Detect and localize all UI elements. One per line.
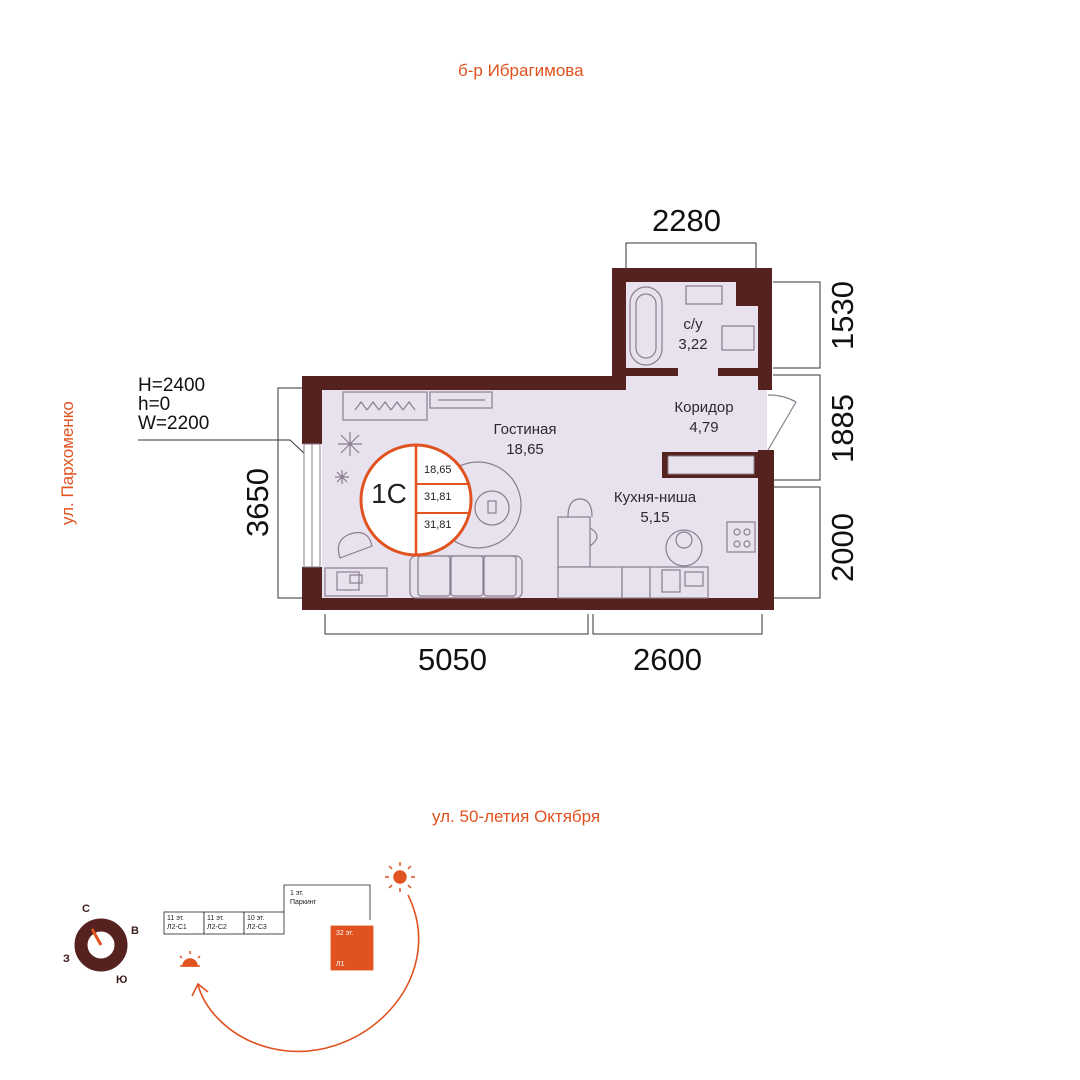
dimension-top: 2280	[652, 203, 721, 238]
compass-south: Ю	[116, 974, 128, 986]
site-highlight-floors: 32 эт.	[336, 930, 354, 937]
dimension-bottom-left: 5050	[418, 642, 487, 677]
window-params: H=2400 h=0 W=2200	[138, 376, 209, 433]
badge-total-area: 31,81	[424, 491, 452, 503]
dimension-right-1: 1530	[825, 281, 860, 350]
badge-total-area-2: 31,81	[424, 519, 452, 531]
site-plan	[163, 884, 374, 971]
site-block-1: 11 эт. Л2-С1	[167, 914, 187, 932]
compass-icon	[74, 918, 128, 972]
site-parking: 1 эт. Паркинг	[290, 889, 316, 907]
room-corridor-name: Коридор	[674, 399, 734, 416]
compass-north: С	[82, 903, 90, 915]
dimension-lines	[138, 242, 821, 635]
street-top: б-р Ибрагимова	[458, 61, 584, 80]
param-height: H=2400	[138, 375, 206, 396]
compass-west: З	[63, 953, 70, 965]
room-corridor-area: 4,79	[689, 419, 719, 436]
param-width: W=2200	[138, 413, 210, 434]
wardrobe	[667, 455, 755, 475]
site-block-2-label: Л2-С2	[207, 924, 227, 931]
entrance-door	[767, 394, 797, 451]
sunset-icon	[179, 951, 201, 967]
sunrise-icon	[385, 862, 415, 892]
site-parking-label: Паркинг	[290, 899, 317, 906]
street-bottom: ул. 50-летия Октября	[432, 807, 601, 826]
walls	[302, 268, 774, 610]
compass-east: В	[131, 925, 139, 937]
badge-living-area: 18,65	[424, 464, 452, 476]
sun-path	[191, 894, 420, 1053]
area-badge	[359, 443, 473, 557]
site-block-1-label: Л2-С1	[167, 924, 187, 931]
dimension-right-3: 2000	[825, 513, 860, 582]
site-block-2: 11 эт. Л2-С2	[207, 914, 227, 932]
param-sill: h=0	[138, 394, 171, 415]
dimension-bottom-right: 2600	[633, 642, 702, 677]
room-living-area: 18,65	[506, 441, 544, 458]
site-highlight-label: Л1	[336, 961, 345, 968]
site-parking-floors: 1 эт.	[290, 890, 304, 897]
site-block-1-floors: 11 эт.	[167, 915, 185, 922]
room-kitchen: Кухня-ниша 5,15	[590, 488, 720, 528]
dimension-right-2: 1885	[825, 394, 860, 463]
room-bathroom: с/у 3,22	[658, 315, 728, 355]
room-kitchen-name: Кухня-ниша	[613, 489, 697, 506]
room-corridor: Коридор 4,79	[652, 398, 756, 438]
room-living-name: Гостиная	[493, 421, 557, 438]
room-living: Гостиная 18,65	[470, 420, 580, 460]
site-block-3-label: Л2-С3	[247, 924, 267, 931]
room-kitchen-area: 5,15	[640, 509, 670, 526]
room-bathroom-area: 3,22	[678, 336, 708, 353]
site-block-3-floors: 10 эт.	[247, 915, 265, 922]
site-block-3: 10 эт. Л2-С3	[247, 914, 267, 932]
room-bathroom-name: с/у	[683, 316, 703, 333]
dimension-left: 3650	[240, 468, 275, 537]
apartment-type-code: 1С	[371, 478, 407, 509]
window	[303, 443, 321, 568]
site-block-2-floors: 11 эт.	[207, 915, 225, 922]
